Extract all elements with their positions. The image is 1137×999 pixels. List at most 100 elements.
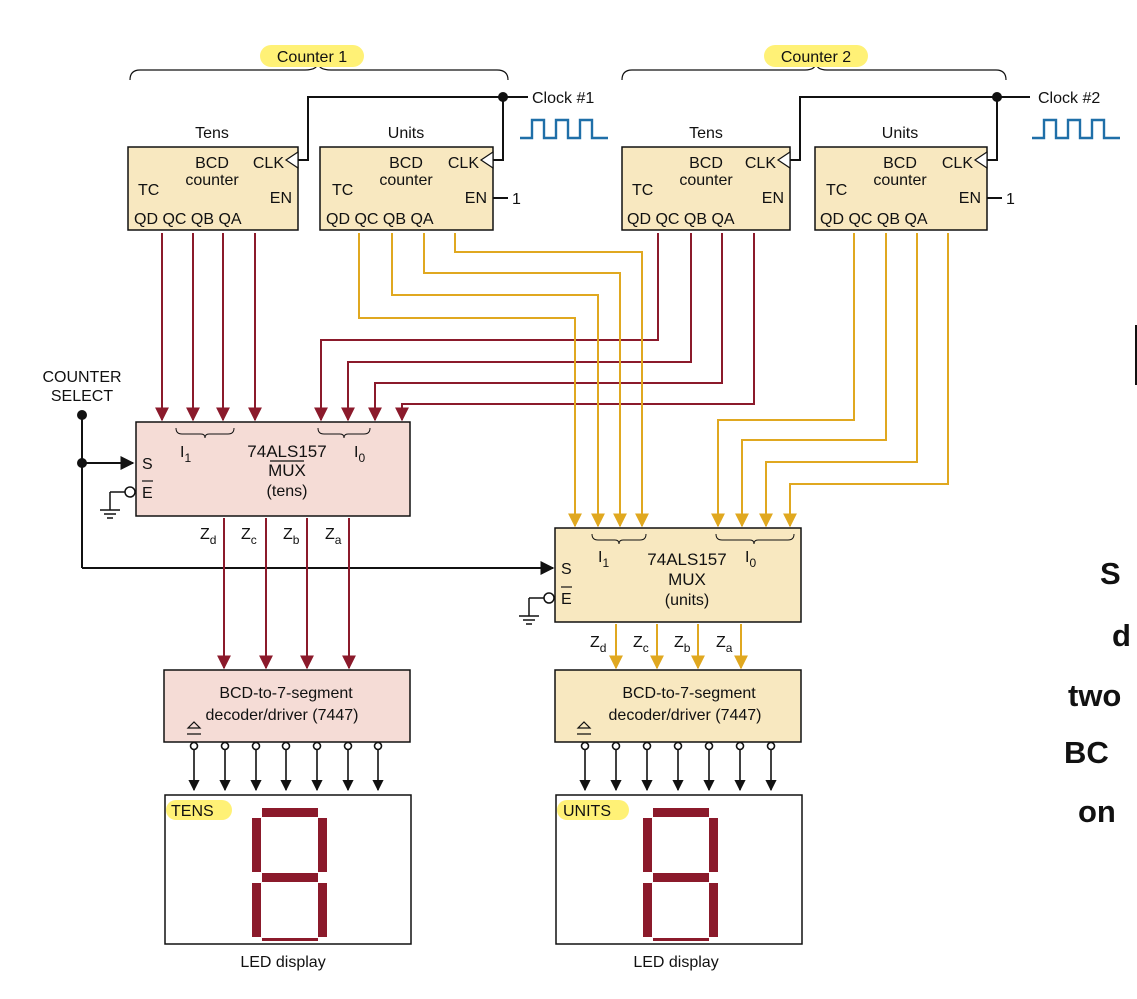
tens-segment-wires	[188, 741, 384, 792]
counter2-tens-box: Tens BCD counter CLK TC EN QD QC QB QA	[621, 125, 791, 231]
counter1-tens-clk: CLK	[253, 155, 284, 172]
mux-tens-i0: I0	[354, 444, 365, 465]
counter1-tens-en: EN	[270, 190, 292, 207]
counter2-tens-tc: TC	[632, 182, 653, 199]
decoder-units: BCD-to-7-segment decoder/driver (7447)	[554, 669, 802, 743]
side-text-line-1: S	[1100, 556, 1121, 591]
mux-units-out-a: Za	[716, 634, 733, 655]
display-units-tag: UNITS	[563, 803, 611, 820]
counter1-tens-outputs: QD QC QB QA	[134, 211, 242, 228]
counter1-highlight	[260, 45, 364, 67]
mux-units-e: E	[561, 591, 572, 608]
mux-units-name: MUX	[668, 570, 706, 589]
mux-units-out-b: Zb	[674, 634, 691, 655]
counter1-units-en: EN	[465, 190, 487, 207]
seven-segment-digit-icon	[252, 808, 327, 941]
counter2-units-type2: counter	[873, 172, 927, 189]
counter2-units-en: EN	[959, 190, 981, 207]
mux-units-s: S	[561, 561, 572, 578]
counter1-units-outputs: QD QC QB QA	[326, 211, 434, 228]
counter1-units-tc: TC	[332, 182, 353, 199]
counter2-units-outputs: QD QC QB QA	[820, 211, 928, 228]
mux-units-i1: I1	[598, 549, 609, 570]
counter1-tens-tc: TC	[138, 182, 159, 199]
decoder-tens-line2: decoder/driver (7447)	[206, 707, 359, 724]
units-data-wires	[358, 233, 949, 528]
counter1-units-type: BCD	[389, 155, 423, 172]
mux-units: I1 I0 74ALS157 MUX (units) S E Zd Zc Zb …	[554, 527, 802, 655]
tens-mux-output-wires	[217, 518, 356, 670]
mux-units-part: 74ALS157	[647, 550, 726, 569]
counter1-tens-type: BCD	[195, 155, 229, 172]
counter1-label: Counter 1	[277, 49, 347, 66]
side-text-line-3: two	[1068, 678, 1122, 713]
mux-tens-out-c: Zc	[241, 526, 257, 547]
decoder-units-line1: BCD-to-7-segment	[622, 685, 756, 702]
mux-tens-sub: (tens)	[267, 483, 308, 500]
counter2-units-tc: TC	[826, 182, 847, 199]
clock1-wiring	[298, 92, 528, 161]
mux-units-i0: I0	[745, 549, 756, 570]
tens-data-wires	[155, 233, 755, 422]
counter-select-line2: SELECT	[51, 388, 113, 405]
units-mux-output-wires	[609, 624, 748, 670]
counter2-tens-en: EN	[762, 190, 784, 207]
mux-tens-out-a: Za	[325, 526, 342, 547]
counter2-label: Counter 2	[781, 49, 851, 66]
counter1-units-type2: counter	[379, 172, 433, 189]
counter2-tens-title: Tens	[689, 125, 723, 142]
display-tens-tag: TENS	[171, 803, 214, 820]
display-tens: TENS LED display	[164, 794, 412, 971]
open-collector-icon	[576, 721, 592, 735]
counter1-units-box: Units BCD counter CLK TC EN QD QC QB QA …	[319, 125, 521, 231]
counter2-tens-type: BCD	[689, 155, 723, 172]
counter1-units-title: Units	[388, 125, 424, 142]
mux-units-ground-icon	[519, 592, 555, 625]
mux-units-out-c: Zc	[633, 634, 649, 655]
display-tens-caption: LED display	[240, 954, 325, 971]
mux-tens-name: MUX	[268, 461, 306, 480]
counter2-tens-type2: counter	[679, 172, 733, 189]
mux-tens-out-b: Zb	[283, 526, 300, 547]
display-units-caption: LED display	[633, 954, 718, 971]
side-text-line-4: BC	[1064, 735, 1109, 770]
counter1-units-clk: CLK	[448, 155, 479, 172]
mux-tens: I1 I0 74ALS157 MUX (tens) S E Zd Zc Zb Z…	[135, 421, 411, 547]
mux-tens-e: E	[142, 485, 153, 502]
units-segment-wires	[579, 741, 777, 792]
counter-select-wiring	[77, 410, 555, 575]
seven-segment-digit-icon	[643, 808, 718, 941]
counter1-tens-type2: counter	[185, 172, 239, 189]
counter-select-line1: COUNTER	[42, 369, 121, 386]
clock1-label: Clock #1	[532, 90, 594, 107]
counter2-highlight	[764, 45, 868, 67]
counter1-tens-title: Tens	[195, 125, 229, 142]
side-text-line-2: d	[1112, 618, 1131, 653]
counter2-units-clk: CLK	[942, 155, 973, 172]
counter2-tens-clk: CLK	[745, 155, 776, 172]
clock2-label: Clock #2	[1038, 90, 1100, 107]
counter1-tens-box: Tens BCD counter CLK TC EN QD QC QB QA	[127, 125, 299, 231]
mux-units-out-d: Zd	[590, 634, 606, 655]
decoder-units-line2: decoder/driver (7447)	[609, 707, 762, 724]
mux-units-sub: (units)	[665, 592, 709, 609]
side-text-line-5: on	[1078, 794, 1116, 829]
mux-tens-s: S	[142, 456, 153, 473]
open-collector-icon	[186, 721, 202, 735]
decoder-tens: BCD-to-7-segment decoder/driver (7447)	[163, 669, 411, 743]
mux-tens-out-d: Zd	[200, 526, 216, 547]
clock2-wiring	[790, 92, 1030, 161]
clock2-waveform-icon	[1032, 118, 1120, 140]
counter2-units-type: BCD	[883, 155, 917, 172]
counter2-en-value: 1	[1006, 191, 1015, 208]
mux-tens-ground-icon	[100, 486, 136, 519]
counter1-en-value: 1	[512, 191, 521, 208]
display-units: UNITS LED display	[555, 794, 803, 971]
counter2-units-box: Units BCD counter CLK TC EN QD QC QB QA …	[814, 125, 1015, 231]
decoder-tens-line1: BCD-to-7-segment	[219, 685, 353, 702]
clock1-waveform-icon	[520, 118, 608, 140]
mux-tens-i1: I1	[180, 444, 191, 465]
counter2-units-title: Units	[882, 125, 918, 142]
mux-tens-part: 74ALS157	[247, 442, 326, 461]
